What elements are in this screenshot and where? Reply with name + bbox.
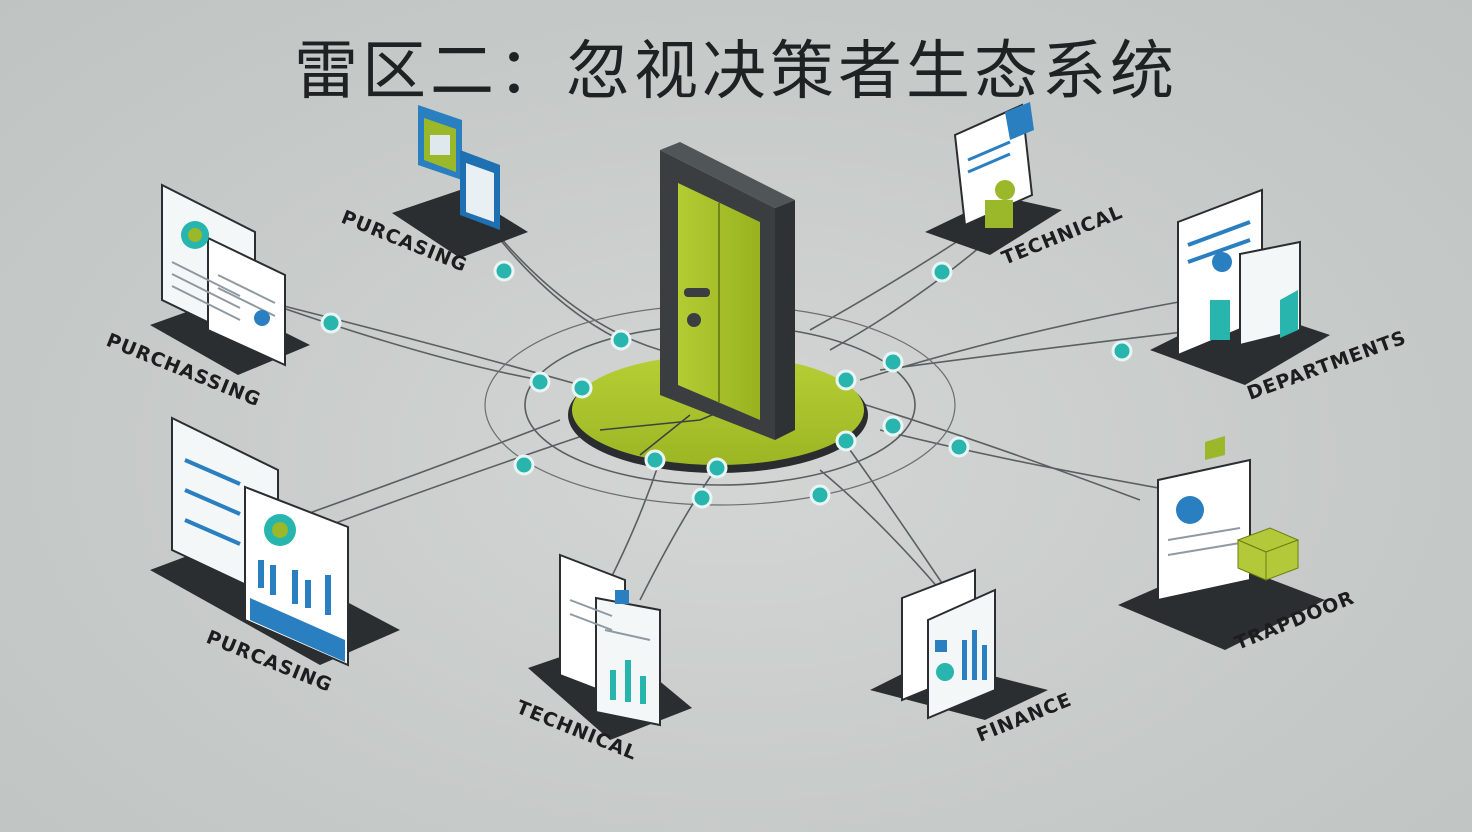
door-handle[interactable]: [684, 288, 710, 297]
network-node: [931, 261, 953, 283]
door-keyhole-icon: [687, 313, 701, 327]
page-title: 雷区二：忽视决策者生态系统: [294, 35, 1178, 109]
station-finance[interactable]: [870, 568, 1048, 720]
network-node: [320, 312, 342, 334]
network-node: [493, 260, 515, 282]
network-node: [513, 454, 535, 476]
network-node: [644, 449, 666, 471]
network-node: [571, 377, 593, 399]
network-node: [706, 457, 728, 479]
network-node: [809, 484, 831, 506]
network-node: [882, 351, 904, 373]
network-nodes: [320, 260, 1133, 509]
station-departments[interactable]: [1150, 188, 1330, 385]
station-technical-bottom[interactable]: [528, 553, 692, 740]
network-node: [529, 371, 551, 393]
network-node: [948, 436, 970, 458]
network-node: [835, 369, 857, 391]
door-frame-top: [660, 142, 795, 208]
station-technical-top[interactable]: [925, 102, 1062, 255]
network-node: [882, 415, 904, 437]
station-purchasing-top[interactable]: [392, 105, 528, 258]
network-node: [835, 430, 857, 452]
network-node: [691, 487, 713, 509]
trapdoor-door[interactable]: [660, 142, 795, 440]
station-purchasing-bottom[interactable]: [150, 416, 400, 667]
station-purchasing-left[interactable]: [150, 183, 310, 375]
connection-lines: [259, 199, 1201, 611]
network-node: [610, 329, 632, 351]
network-node: [1111, 340, 1133, 362]
station-trapdoor[interactable]: [1118, 436, 1325, 650]
door-frame-side: [775, 200, 795, 440]
